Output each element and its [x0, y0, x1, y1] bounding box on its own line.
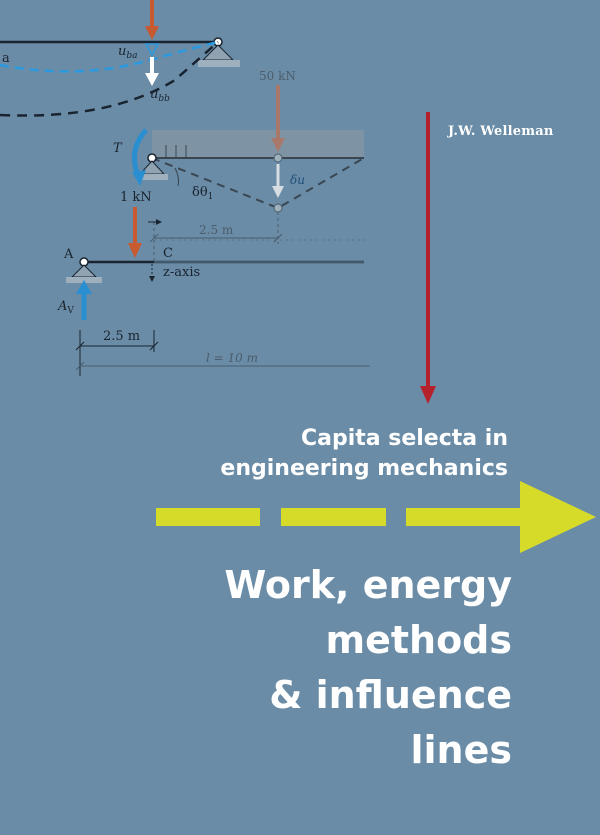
label-dim-bottom: 2.5 m [103, 329, 140, 344]
yellow-dashed-arrow [156, 481, 596, 553]
series-title: Capita selecta in engineering mechanics [220, 424, 508, 484]
theta-arc [174, 167, 180, 187]
black-deflection-line [0, 41, 219, 117]
label-delta-theta: δθ1 [192, 185, 213, 202]
series-line-1: Capita selecta in [300, 426, 508, 451]
blue-triangle-marker [144, 43, 160, 57]
load-50kn-arrow [271, 85, 285, 152]
title-line-4: lines [410, 728, 513, 772]
dash-arrowhead [520, 481, 596, 553]
z-axis-head [149, 276, 155, 282]
title-line-2: methods [325, 618, 512, 662]
label-torque: T [113, 141, 123, 156]
load-1kn-arrow [128, 207, 142, 258]
dim-top [149, 212, 370, 262]
deflected-node [273, 203, 283, 213]
mechanics-diagram: a uba ubb 50 kN δu δθ1 [0, 0, 436, 404]
dim-bottom [75, 330, 159, 376]
middle-deflection-line [151, 157, 365, 210]
label-50kn: 50 kN [259, 69, 296, 83]
label-point-a: A [63, 247, 74, 262]
label-dim-top: 2.5 m [199, 223, 234, 237]
label-1kn: 1 kN [120, 190, 152, 205]
label-reaction: AV [57, 299, 74, 316]
torque-arrow [131, 128, 148, 186]
distributed-load-ticks [165, 145, 187, 158]
small-tick-arrow [148, 219, 162, 225]
label-ubb: ubb [150, 87, 170, 104]
title-line-1: Work, energy [224, 563, 512, 607]
reaction-arrow [76, 280, 92, 320]
series-line-2: engineering mechanics [220, 456, 508, 481]
dim-length [75, 361, 370, 371]
label-delta-u: δu [290, 173, 305, 187]
book-title: Work, energy methods & influence lines [224, 558, 512, 778]
label-a-left: a [2, 51, 10, 66]
delta-u-arrow [272, 164, 284, 198]
middle-left-support [136, 153, 168, 180]
label-uba: uba [118, 44, 138, 61]
dash-segment-2 [281, 508, 386, 526]
ubb-arrow [145, 57, 159, 86]
label-length: l = 10 m [206, 351, 258, 365]
dash-segment-1 [156, 508, 260, 526]
blue-deflection-line [0, 40, 219, 73]
top-load-arrow [145, 0, 159, 40]
dash-segment-3 [406, 508, 524, 526]
red-vertical-arrow [420, 112, 436, 404]
middle-node [273, 153, 283, 163]
distributed-load-block [152, 130, 364, 158]
author-name: J.W. Welleman [448, 124, 554, 139]
label-point-c: C [163, 246, 173, 261]
title-line-3: & influence [269, 673, 512, 717]
label-z-axis: z-axis [163, 265, 200, 280]
